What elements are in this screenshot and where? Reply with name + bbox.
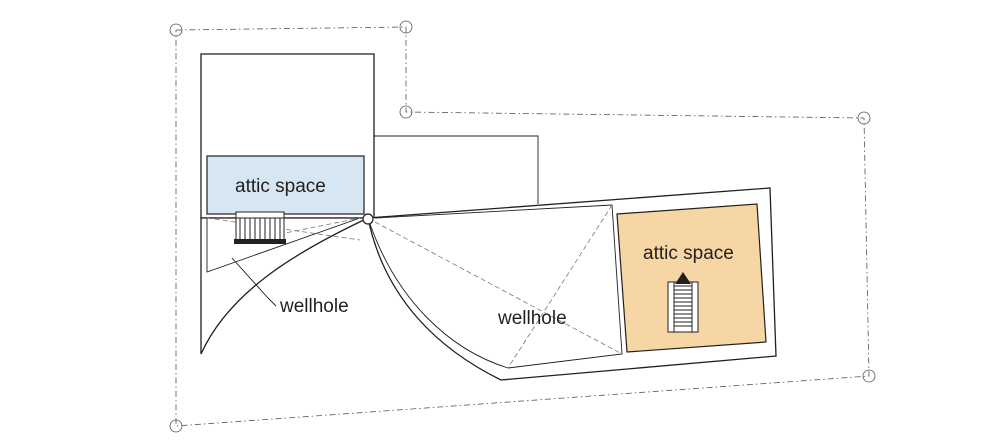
- right-ladder-arrow: [675, 272, 691, 284]
- property-boundary: [175, 26, 870, 427]
- left-stair-base: [234, 239, 286, 244]
- wellhole-right-label: wellhole: [497, 308, 567, 329]
- left-stair: [234, 211, 286, 244]
- right-wellhole-arc: [367, 217, 509, 369]
- left-stair-rungs: [239, 218, 281, 240]
- attic-left-label: attic space: [235, 176, 326, 197]
- right-ladder-rails: [673, 282, 693, 332]
- roof-outline: [374, 135, 539, 204]
- wellhole-diagonal-1: [374, 221, 623, 355]
- marker-bottom-left: [169, 419, 183, 433]
- attic-space-right: [616, 203, 767, 353]
- right-ladder: [667, 272, 699, 333]
- marker-bottom-right: [862, 369, 876, 383]
- marker-top-right: [857, 111, 871, 125]
- wellhole-leader-line: [231, 257, 277, 307]
- left-stair-lintel: [235, 211, 285, 219]
- right-wellhole-room: [374, 204, 623, 369]
- attic-space-left: [206, 155, 365, 215]
- marker-top-mid: [399, 20, 413, 34]
- boundary-markers: [169, 20, 876, 433]
- right-ladder-rungs: [674, 285, 692, 327]
- left-wellhole-region: [200, 217, 369, 355]
- attic-right-label: attic space: [643, 243, 734, 264]
- marker-step: [399, 105, 413, 119]
- right-ladder-frame: [667, 281, 699, 333]
- pivot-circle: [362, 213, 374, 225]
- marker-top-left: [169, 23, 183, 37]
- wellhole-diagonal-2: [507, 204, 613, 369]
- wellhole-left-label: wellhole: [279, 296, 349, 317]
- left-wellhole-dash-1: [206, 217, 361, 241]
